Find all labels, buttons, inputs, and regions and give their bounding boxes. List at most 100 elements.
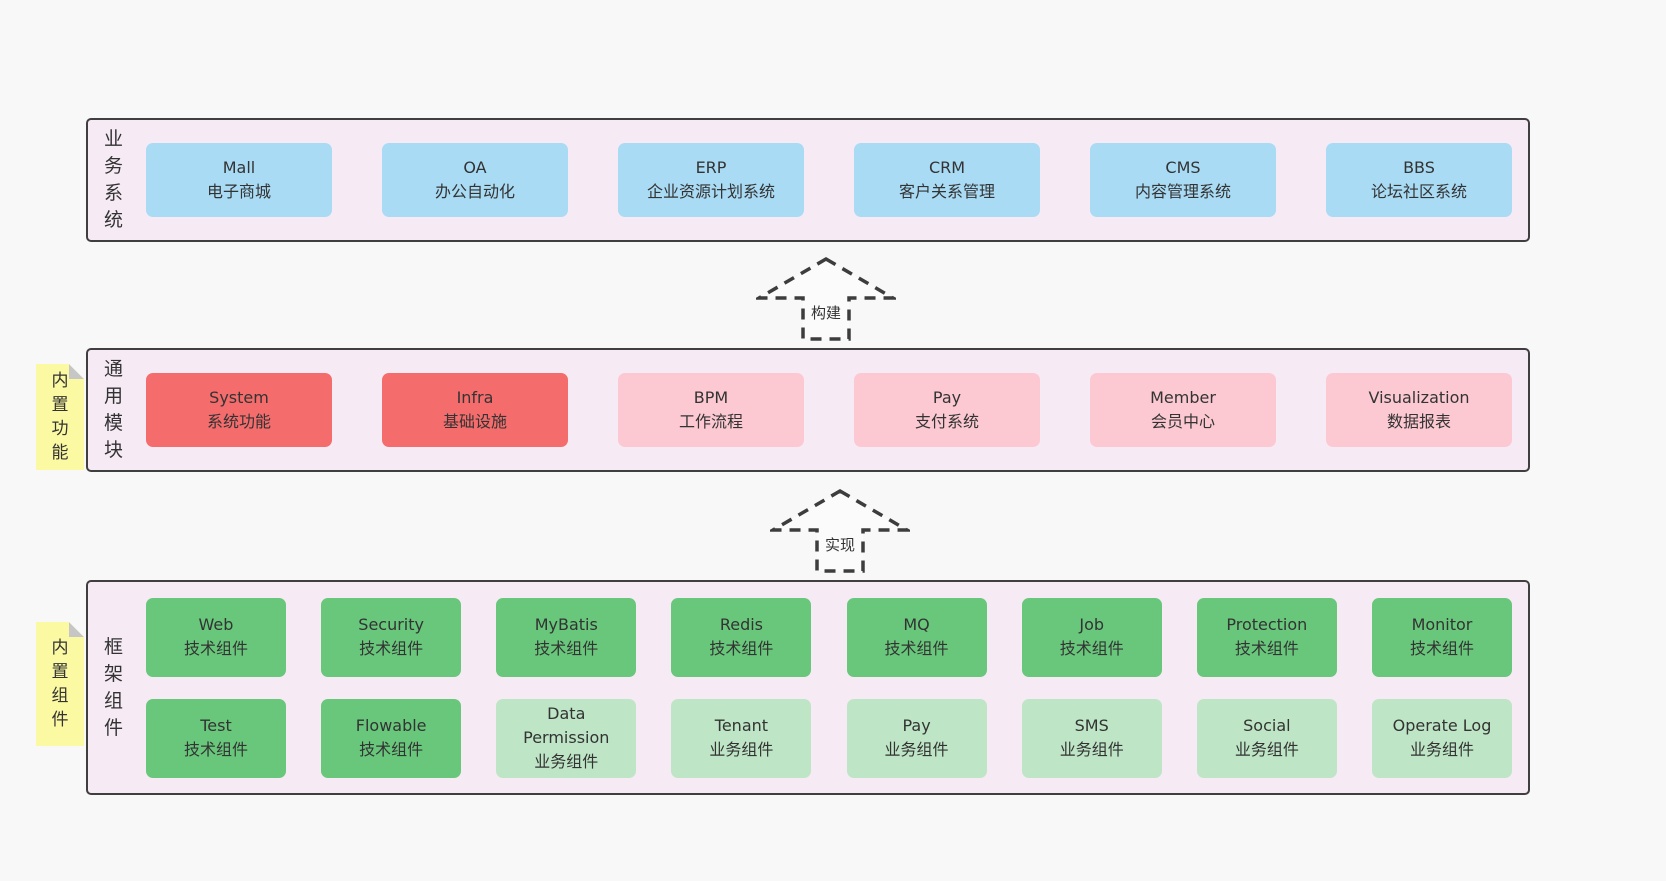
box-title: Member <box>1150 388 1216 407</box>
implement-arrow: 实现 <box>766 488 914 574</box>
box-subtitle: 业务组件 <box>1409 740 1474 759</box>
box-title: Protection <box>1226 615 1308 634</box>
box-subtitle: 企业资源计划系统 <box>646 182 775 201</box>
folded-corner-icon <box>69 364 84 379</box>
layer-label: 框架组件 <box>103 635 123 739</box>
box-erp: ERP 企业资源计划系统 <box>618 143 804 217</box>
box-title: Mall <box>222 158 256 177</box>
box-subtitle: 会员中心 <box>1150 412 1215 431</box>
box-subtitle: 论坛社区系统 <box>1370 182 1467 201</box>
box-subtitle: 内容管理系统 <box>1134 182 1231 201</box>
box-subtitle: 数据报表 <box>1386 412 1451 431</box>
box-crm: CRM 客户关系管理 <box>854 143 1040 217</box>
box-title: Flowable <box>355 716 427 735</box>
box-tenant: Tenant 业务组件 <box>671 698 812 778</box>
box-title: MyBatis <box>534 615 598 634</box>
box-cms: CMS 内容管理系统 <box>1090 143 1276 217</box>
box-subtitle: 业务组件 <box>1059 740 1124 759</box>
box-subtitle: 业务组件 <box>709 740 774 759</box>
box-title: MQ <box>903 615 930 634</box>
up-arrow-icon <box>766 488 914 573</box>
box-operate-log: Operate Log 业务组件 <box>1371 698 1512 778</box>
box-subtitle: 技术组件 <box>183 639 248 658</box>
box-sms: SMS 业务组件 <box>1021 698 1162 778</box>
folded-corner-icon <box>69 622 84 637</box>
box-title: Tenant <box>714 716 769 735</box>
box-subtitle: 技术组件 <box>183 740 248 759</box>
box-title: SMS <box>1074 716 1109 735</box>
box-title: Redis <box>719 615 764 634</box>
box-title: OA <box>463 158 487 177</box>
arrow-label: 构建 <box>811 304 841 322</box>
box-subtitle: 工作流程 <box>678 412 743 431</box>
box-title: CMS <box>1165 158 1201 177</box>
box-pay: Pay 业务组件 <box>846 698 987 778</box>
box-title: Security <box>358 615 424 634</box>
box-title: ERP <box>695 158 727 177</box>
box-title: Pay <box>902 716 931 735</box>
box-mq: MQ 技术组件 <box>846 597 987 677</box>
box-web: Web 技术组件 <box>146 597 286 677</box>
box-bpm: BPM 工作流程 <box>618 373 804 447</box>
box-test: Test 技术组件 <box>146 698 286 778</box>
box-title: Data Permission <box>523 704 610 747</box>
box-subtitle: 技术组件 <box>1234 639 1299 658</box>
box-subtitle: 技术组件 <box>884 639 949 658</box>
box-title: Visualization <box>1368 388 1470 407</box>
sticky-note-builtin-components: 内置组件 <box>36 622 84 746</box>
box-redis: Redis 技术组件 <box>671 597 812 677</box>
box-mall: Mall 电子商城 <box>146 143 332 217</box>
layer-label: 通用模块 <box>103 358 123 461</box>
box-subtitle: 业务组件 <box>884 740 949 759</box>
build-arrow: 构建 <box>752 256 900 342</box>
box-subtitle: 电子商城 <box>206 182 271 201</box>
box-visualization: Visualization 数据报表 <box>1326 373 1512 447</box>
box-security: Security 技术组件 <box>321 597 462 677</box>
box-title: Job <box>1079 615 1105 634</box>
box-title: Test <box>200 716 232 735</box>
box-subtitle: 技术组件 <box>359 740 424 759</box>
box-subtitle: 技术组件 <box>1409 639 1474 658</box>
box-subtitle: 技术组件 <box>1059 639 1124 658</box>
box-subtitle: 基础设施 <box>442 412 507 431</box>
box-title: CRM <box>928 158 966 177</box>
box-subtitle: 客户关系管理 <box>898 182 995 201</box>
sticky-note-text: 内置组件 <box>51 638 69 730</box>
box-mybatis: MyBatis 技术组件 <box>496 597 637 677</box>
box-job: Job 技术组件 <box>1021 597 1162 677</box>
box-title: Pay <box>932 388 962 407</box>
box-member: Member 会员中心 <box>1090 373 1276 447</box>
layer-label: 业务系统 <box>103 128 123 231</box>
box-protection: Protection 技术组件 <box>1196 597 1337 677</box>
box-title: Social <box>1243 716 1291 735</box>
box-subtitle: 业务组件 <box>534 752 599 771</box>
box-title: BBS <box>1403 158 1435 177</box>
box-subtitle: 技术组件 <box>359 639 424 658</box>
box-subtitle: 技术组件 <box>534 639 599 658</box>
box-title: Infra <box>456 388 494 407</box>
box-subtitle: 技术组件 <box>709 639 774 658</box>
up-arrow-icon <box>752 256 900 341</box>
sticky-note-builtin-features: 内置功能 <box>36 364 84 470</box>
box-title: System <box>209 388 269 407</box>
box-title: BPM <box>693 388 729 407</box>
box-title: Operate Log <box>1392 716 1492 735</box>
box-title: Web <box>198 615 234 634</box>
box-bbs: BBS 论坛社区系统 <box>1326 143 1512 217</box>
